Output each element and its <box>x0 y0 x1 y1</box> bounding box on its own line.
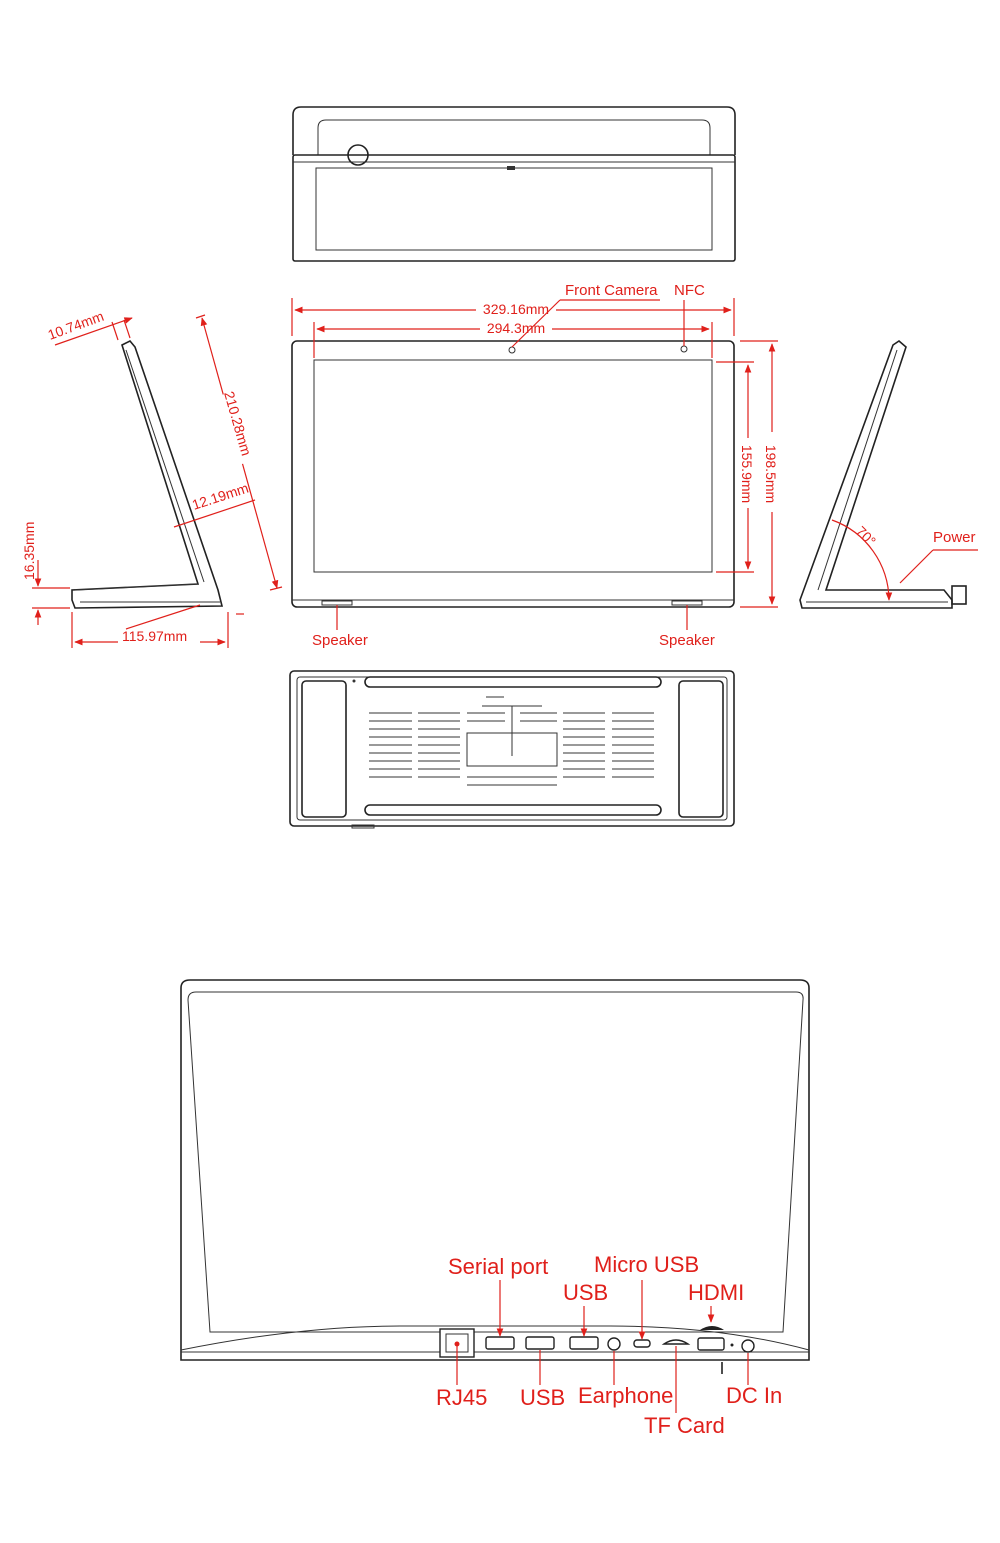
width-overall-label: 329.16mm <box>483 301 549 317</box>
dc-in-label: DC In <box>726 1383 782 1408</box>
top-view <box>292 106 736 262</box>
front-camera-icon <box>508 346 516 354</box>
hdmi-port <box>697 1337 725 1351</box>
usb-port-top <box>569 1336 599 1350</box>
front-camera-label: Front Camera <box>565 282 658 299</box>
tf-card-label: TF Card <box>644 1413 725 1438</box>
panel-thickness-label: 12.19mm <box>190 480 250 513</box>
left-side-view: 10.74mm 210.28mm 12.19mm 16.35mm 115.97m… <box>21 308 283 648</box>
height-screen-label: 155.9mm <box>739 445 755 503</box>
width-screen-label: 294.3mm <box>487 320 545 336</box>
earphone-jack <box>607 1337 621 1351</box>
usb-bottom-label: USB <box>520 1385 565 1410</box>
nfc-label: NFC <box>674 282 705 299</box>
front-view: 329.16mm 294.3mm 198.5mm 155.9mm Front C… <box>291 282 782 649</box>
hdmi-label: HDMI <box>688 1280 744 1305</box>
micro-usb-port <box>633 1339 651 1348</box>
angle-label: 70° <box>853 523 879 549</box>
serial-port-label: Serial port <box>448 1254 548 1279</box>
base-height-label: 16.35mm <box>21 522 37 580</box>
micro-usb-label: Micro USB <box>594 1252 699 1277</box>
speaker-left-label: Speaker <box>312 632 368 649</box>
usb-top-label: USB <box>563 1280 608 1305</box>
nfc-icon <box>680 345 688 353</box>
tf-card-slot <box>661 1339 691 1345</box>
height-overall-label: 198.5mm <box>763 445 779 503</box>
serial-port <box>485 1336 515 1350</box>
power-label: Power <box>933 529 976 546</box>
speaker-right-label: Speaker <box>659 632 715 649</box>
base-depth-label: 115.97mm <box>122 628 187 644</box>
dc-in-port <box>741 1339 755 1353</box>
right-side-view: 70° Power <box>799 339 978 609</box>
earphone-label: Earphone <box>578 1383 673 1408</box>
rear-view: Serial port Micro USB USB HDMI RJ45 USB … <box>180 979 810 1438</box>
rj45-label: RJ45 <box>436 1385 487 1410</box>
bottom-view <box>289 670 735 829</box>
usb-port-bottom <box>525 1336 555 1350</box>
